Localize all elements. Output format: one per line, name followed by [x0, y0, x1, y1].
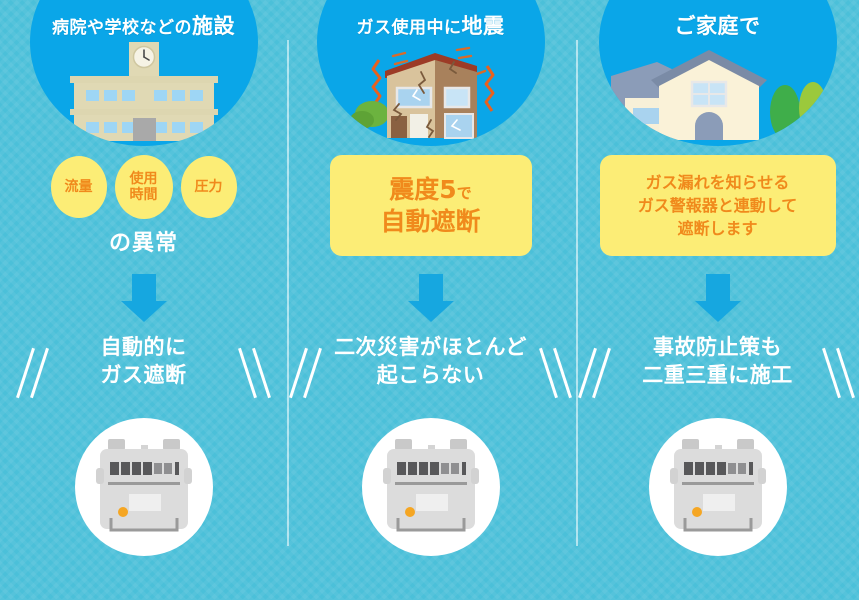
header-dome-home: ご家庭で — [598, 0, 837, 146]
column-home: ご家庭で ガス漏れを知らせる — [574, 0, 859, 600]
down-arrow-icon-facility — [120, 274, 167, 322]
result-line1-facility: 自動的に — [100, 335, 187, 359]
anomaly-suffix-label: の異常 — [108, 231, 178, 256]
earthquake-box-line2: 自動遮断 — [380, 206, 481, 236]
header-title-normal-eq: ガス使用中に — [356, 18, 462, 38]
badge-flow[interactable]: 流量 — [50, 156, 107, 218]
header-title-emphasis-eq: 地震 — [461, 14, 505, 38]
header-title-facility: 病院や学校などの施設 — [30, 10, 258, 40]
home-box-line3: 遮断します — [677, 219, 758, 239]
column-earthquake: ガス使用中に地震 — [287, 0, 574, 600]
result-line1-home: 事故防止策も — [653, 335, 782, 359]
result-line2-facility: ガス遮断 — [100, 363, 187, 388]
column-divider-2 — [576, 40, 578, 546]
header-dome-earthquake: ガス使用中に地震 — [316, 0, 545, 146]
earthquake-intensity: 震度5 — [389, 174, 457, 204]
header-title-earthquake: ガス使用中に地震 — [317, 10, 545, 40]
column-facility: 病院や学校などの施設 — [0, 0, 287, 600]
result-text-home: 事故防止策も 二重三重に施工 — [574, 333, 859, 390]
earthquake-auto-shutoff-box[interactable]: 震度5で 自動遮断 — [329, 155, 532, 256]
badge-pressure[interactable]: 圧力 — [180, 156, 237, 218]
header-dome-facility: 病院や学校などの施設 — [29, 0, 258, 146]
header-title-home: ご家庭で — [599, 10, 837, 40]
earthquake-box-line1: 震度5で — [380, 174, 480, 206]
home-box-line2: ガス警報器と連動して — [637, 195, 798, 215]
house-with-trees-icon — [599, 36, 837, 146]
badge-usage-time-line1: 使用 — [129, 170, 158, 187]
earthquake-particle: で — [456, 183, 472, 202]
header-title-normal: 病院や学校などの — [52, 18, 192, 38]
badge-usage-time[interactable]: 使用 時間 — [114, 155, 173, 219]
shaking-damaged-house-icon — [317, 36, 545, 146]
school-building-with-clock-icon — [30, 36, 258, 146]
anomaly-badges-facility: 流量 使用 時間 圧力 — [0, 155, 287, 219]
gas-alarm-link-box[interactable]: ガス漏れを知らせる ガス警報器と連動して 遮断します — [599, 155, 836, 256]
down-arrow-icon-home — [694, 274, 741, 322]
column-divider-1 — [287, 40, 289, 546]
gas-meter-icon-home — [648, 418, 787, 556]
badge-usage-time-line2: 時間 — [129, 187, 158, 203]
header-title-emphasis-home: ご家庭で — [674, 14, 761, 38]
gas-meter-icon-earthquake — [361, 418, 500, 556]
result-line2-home: 二重三重に施工 — [642, 363, 793, 388]
home-box-line1: ガス漏れを知らせる — [645, 172, 790, 192]
header-title-emphasis: 施設 — [192, 14, 235, 38]
result-text-earthquake: 二次災害がほとんど 起こらない — [287, 333, 574, 390]
result-line1-earthquake: 二次災害がほとんど — [334, 335, 527, 359]
down-arrow-icon-earthquake — [407, 274, 454, 322]
gas-meter-icon-facility — [74, 418, 213, 556]
result-line2-earthquake: 起こらない — [376, 363, 485, 388]
result-text-facility: 自動的に ガス遮断 — [0, 333, 287, 390]
